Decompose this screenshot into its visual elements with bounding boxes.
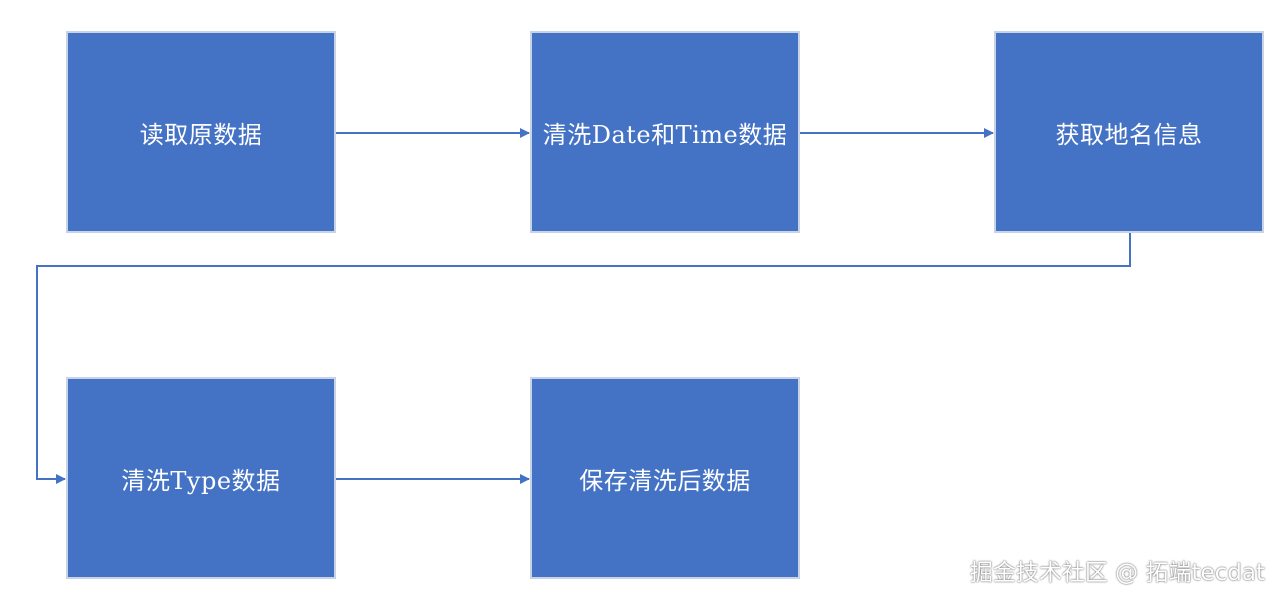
node-clean-date-time: 清洗Date和Time数据 [530,31,800,233]
node-label: 读取原数据 [139,120,263,149]
node-read-raw-data: 读取原数据 [66,31,336,233]
node-clean-type: 清洗Type数据 [66,377,336,579]
arrow-get-place-to-clean-type [36,233,1131,484]
watermark-text: 掘金技术社区 @ 拓端tecdat [969,560,1265,586]
node-save-cleaned-data: 保存清洗后数据 [530,377,800,579]
node-label: 获取地名信息 [1055,120,1203,149]
node-get-place-names: 获取地名信息 [994,31,1264,233]
node-label: 清洗Date和Time数据 [542,120,788,149]
node-label: 清洗Type数据 [121,466,281,495]
node-label: 保存清洗后数据 [579,466,751,495]
